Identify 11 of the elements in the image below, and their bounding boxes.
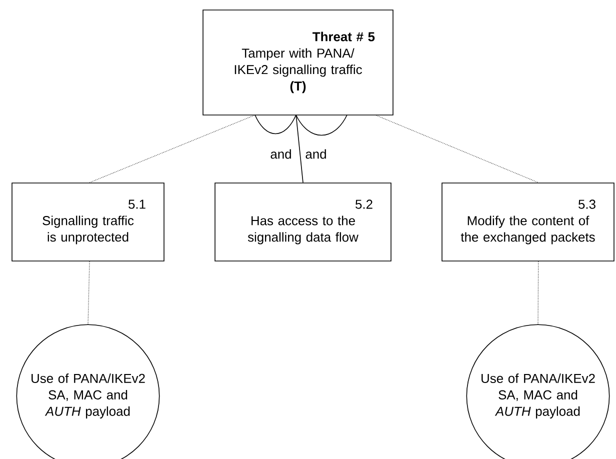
connector-line	[376, 115, 539, 183]
subthreat-box: 5.2 Has access to the signalling data flow	[214, 182, 392, 262]
gate-label: and	[306, 149, 326, 159]
connector-line	[296, 115, 304, 183]
connector-line	[538, 261, 539, 325]
threat-box: Threat # 5 Tamper with PANA/ IKEv2 signalling traffic (T)	[202, 10, 394, 116]
subthreat-box: 5.1 Signalling traffic is unprotected	[12, 182, 164, 262]
connector-line	[89, 115, 254, 183]
gate-label: and	[270, 149, 291, 159]
subthreat-box: 5.3 Modify the content of the exchanged packets	[442, 182, 614, 262]
connector-line	[88, 261, 90, 325]
